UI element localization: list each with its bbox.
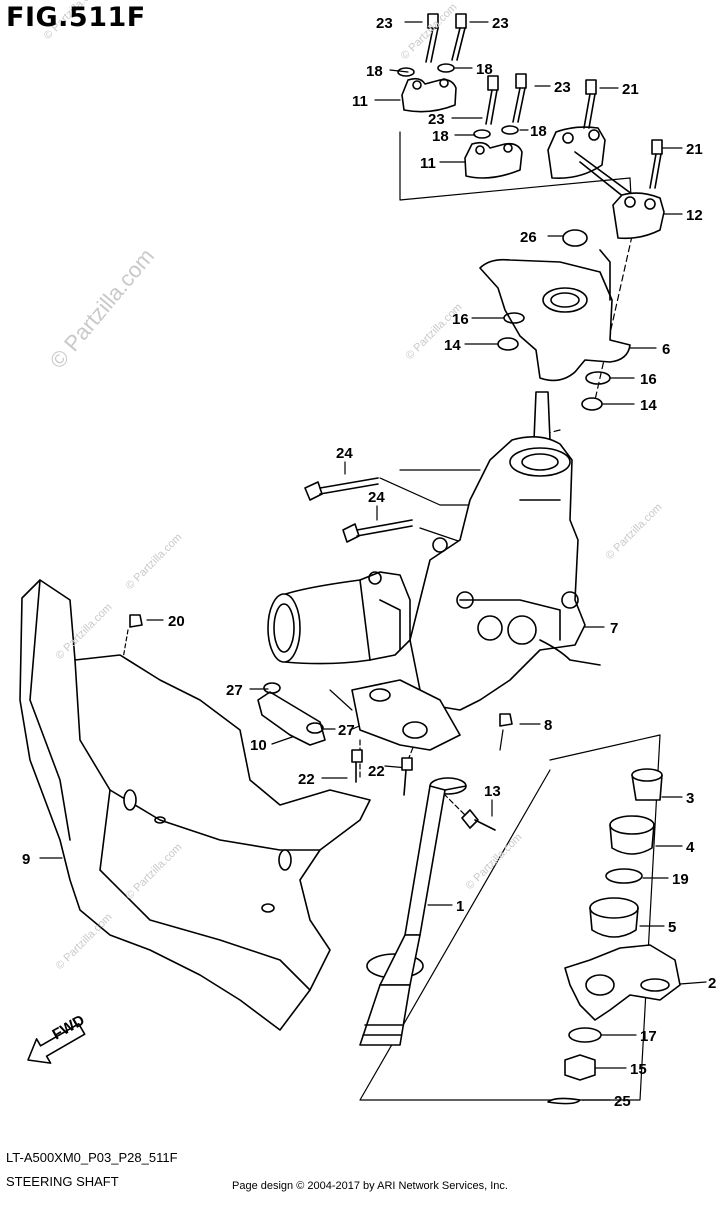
callout-3: 3 xyxy=(686,790,694,807)
footer-credit: Page design © 2004-2017 by ARI Network S… xyxy=(232,1180,508,1192)
callout-13: 13 xyxy=(484,783,501,800)
callout-1: 1 xyxy=(456,898,464,915)
callout-21a: 21 xyxy=(622,81,639,98)
callout-16b: 16 xyxy=(640,371,657,388)
steering-column-assembly xyxy=(409,391,601,711)
steering-shaft xyxy=(359,777,467,1046)
callout-24a: 24 xyxy=(336,445,353,462)
small-bolts xyxy=(129,477,513,831)
callout-4: 4 xyxy=(686,839,695,856)
watermark-2: © Partzilla.com xyxy=(399,1,460,62)
watermark-9: © Partzilla.com xyxy=(604,501,665,562)
callout-20: 20 xyxy=(168,613,185,630)
top-bolts xyxy=(397,13,663,189)
lower-parts-stack xyxy=(547,768,681,1105)
callout-18d: 18 xyxy=(530,123,547,140)
upper-handlebar-holder xyxy=(401,77,457,113)
callout-25: 25 xyxy=(614,1093,631,1110)
callout-9: 9 xyxy=(22,851,30,868)
callout-26: 26 xyxy=(520,229,537,246)
callout-labels: 23 23 18 18 11 23 23 21 18 18 11 21 12 2… xyxy=(22,15,716,1110)
steering-upper-bracket xyxy=(479,229,631,411)
callout-23c: 23 xyxy=(428,111,445,128)
fwd-arrow xyxy=(27,1023,86,1064)
callout-24b: 24 xyxy=(368,489,385,506)
steering-cover xyxy=(19,579,371,1031)
callout-16a: 16 xyxy=(452,311,469,328)
callout-10: 10 xyxy=(250,737,267,754)
callout-23a: 23 xyxy=(376,15,393,32)
watermark-8: © Partzilla.com xyxy=(54,911,115,972)
callout-18c: 18 xyxy=(432,128,449,145)
handlebar-clamp xyxy=(547,126,665,240)
callout-12: 12 xyxy=(686,207,703,224)
callout-15: 15 xyxy=(630,1061,647,1078)
callout-27a: 27 xyxy=(226,682,243,699)
callout-23d: 23 xyxy=(554,79,571,96)
mount-plates xyxy=(257,679,461,751)
callout-17: 17 xyxy=(640,1028,657,1045)
callout-27b: 27 xyxy=(338,722,355,739)
callout-14b: 14 xyxy=(640,397,657,414)
callout-18b: 18 xyxy=(476,61,493,78)
callout-2: 2 xyxy=(708,975,716,992)
footer-code: LT-A500XM0_P03_P28_511F xyxy=(6,1150,178,1165)
callout-19: 19 xyxy=(672,871,689,888)
callout-7: 7 xyxy=(610,620,618,637)
lower-handlebar-holder xyxy=(464,141,523,179)
callout-11a: 11 xyxy=(352,93,368,110)
watermark-main: © Partzilla.com xyxy=(45,244,159,374)
callout-22a: 22 xyxy=(298,771,315,788)
callout-11b: 11 xyxy=(420,155,436,172)
footer-name: STEERING SHAFT xyxy=(6,1174,119,1189)
callout-22b: 22 xyxy=(368,763,385,780)
figure-title: FIG.511F xyxy=(6,2,146,33)
callout-18a: 18 xyxy=(366,63,383,80)
callout-23b: 23 xyxy=(492,15,509,32)
eps-motor xyxy=(267,571,411,665)
callout-6: 6 xyxy=(662,341,670,358)
watermark-5: © Partzilla.com xyxy=(124,531,185,592)
watermark-7: © Partzilla.com xyxy=(464,831,525,892)
callout-5: 5 xyxy=(668,919,676,936)
callout-8: 8 xyxy=(544,717,552,734)
callout-14a: 14 xyxy=(444,337,461,354)
callout-21b: 21 xyxy=(686,141,703,158)
